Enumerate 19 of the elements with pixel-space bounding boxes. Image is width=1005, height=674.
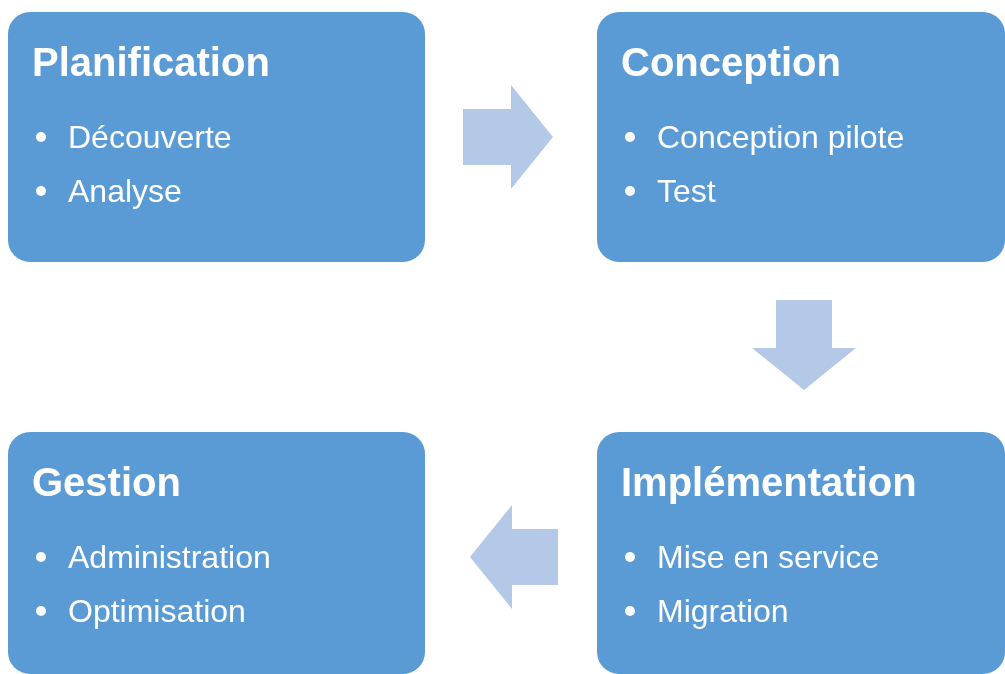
bullet-text: Conception pilote bbox=[657, 118, 905, 157]
phase-title: Implémentation bbox=[621, 459, 917, 506]
bullet-text: Administration bbox=[68, 538, 271, 577]
phase-title: Planification bbox=[32, 39, 270, 86]
phase-box bbox=[8, 12, 425, 262]
phase-box bbox=[597, 432, 1005, 674]
phase-title: Conception bbox=[621, 39, 841, 86]
bullet-text: Test bbox=[657, 172, 716, 211]
phase-box bbox=[8, 432, 425, 674]
phase-title: Gestion bbox=[32, 459, 181, 506]
bullet-text: Découverte bbox=[68, 118, 232, 157]
bullet-text: Optimisation bbox=[68, 592, 246, 631]
bullet-text: Analyse bbox=[68, 172, 182, 211]
block-arrow bbox=[470, 505, 558, 609]
bullet-text: Mise en service bbox=[657, 538, 880, 577]
bullet-text: Migration bbox=[657, 592, 789, 631]
block-arrow bbox=[463, 85, 553, 189]
block-arrow bbox=[752, 300, 856, 390]
phase-box bbox=[597, 12, 1005, 262]
